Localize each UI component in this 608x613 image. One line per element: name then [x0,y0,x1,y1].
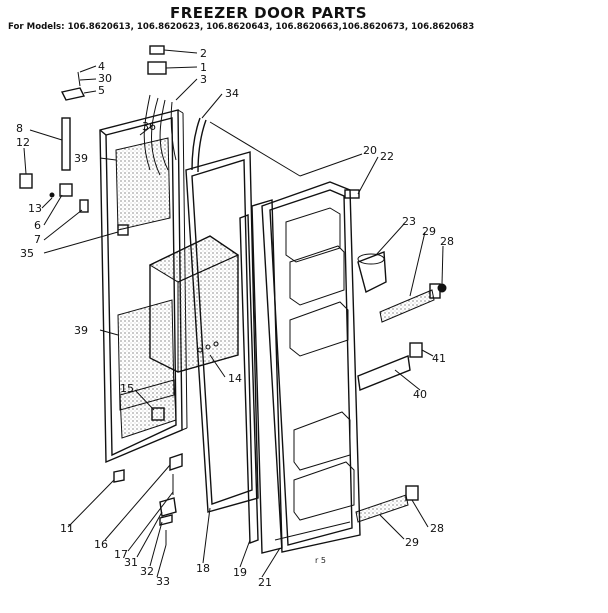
outer-door-panel [99,94,188,464]
callout-35: 35 [20,247,34,260]
callout-5: 5 [98,84,105,97]
callout-34: 34 [225,87,239,100]
callout-29-lower: 29 [405,536,419,549]
callout-2: 2 [200,47,207,60]
footnote-mark: r 5 [315,556,326,565]
door-gasket [185,151,259,513]
callout-7: 7 [34,233,41,246]
callout-28-upper: 28 [440,235,454,248]
callout-8: 8 [16,122,23,135]
diagram-title: FREEZER DOOR PARTS [170,4,368,22]
callout-23: 23 [402,215,416,228]
callout-21: 21 [258,576,272,589]
callout-14: 14 [228,372,242,385]
callout-18: 18 [196,562,210,575]
callout-20: 20 [363,144,377,157]
callout-31: 31 [124,556,138,569]
callout-29-upper: 29 [422,225,436,238]
callout-3: 3 [200,73,207,86]
callout-30: 30 [98,72,112,85]
callout-13: 13 [28,202,42,215]
model-list: For Models: 106.8620613, 106.8620623, 10… [8,22,475,32]
callout-28-lower: 28 [430,522,444,535]
callout-4: 4 [98,60,105,73]
callout-1: 1 [200,61,207,74]
callout-labels: 2 1 3 34 4 30 5 8 12 36 39 13 6 7 35 39 … [16,47,454,589]
callout-11: 11 [60,522,74,535]
callout-32: 32 [140,565,154,578]
callout-33: 33 [156,575,170,588]
callout-41: 41 [432,352,446,365]
callout-12: 12 [16,136,30,149]
callout-6: 6 [34,219,41,232]
callout-22: 22 [380,150,394,163]
callout-36: 36 [142,120,156,133]
callout-17: 17 [114,548,128,561]
callout-19: 19 [233,566,247,579]
ice-chute [357,251,387,294]
callout-39-upper: 39 [74,152,88,165]
small-hardware [19,45,360,545]
inner-door-liner [261,181,361,553]
callout-16: 16 [94,538,108,551]
leader-lines [23,49,444,578]
callout-40: 40 [413,388,427,401]
callout-15: 15 [120,382,134,395]
shelf-retainer-bars [355,289,435,523]
callout-39-lower: 39 [74,324,88,337]
